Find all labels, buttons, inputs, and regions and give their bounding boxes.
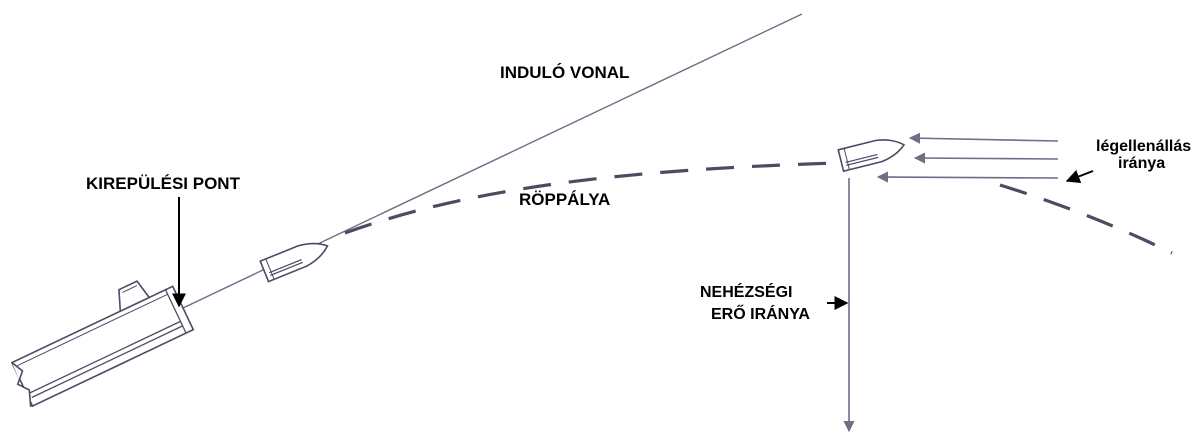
trajectory-label: RÖPPÁLYA [519,190,611,209]
air-resistance-label-line2: iránya [1118,155,1166,172]
air-resistance-arrow-1 [908,132,1059,144]
gravity-label-line2: ERŐ IRÁNYA [711,306,810,323]
air-resistance-pointer [1065,169,1094,184]
air-resistance-label-line1: légellenállás [1096,138,1192,155]
projectile-apex-icon [837,139,906,173]
trajectory-path [344,161,836,235]
gravity-label-line1: NEHÉZSÉGI [700,284,793,301]
trajectory-descent-path [999,183,1173,255]
launch-point-label: KIREPÜLÉSI PONT [86,174,240,193]
starting-line-label: INDULÓ VONAL [500,63,630,82]
air-resistance-arrow-2 [913,152,1059,164]
air-resistance-arrow-3 [876,171,1059,183]
cannon-barrel-icon [10,280,195,408]
projectile-launch-icon [259,242,329,283]
